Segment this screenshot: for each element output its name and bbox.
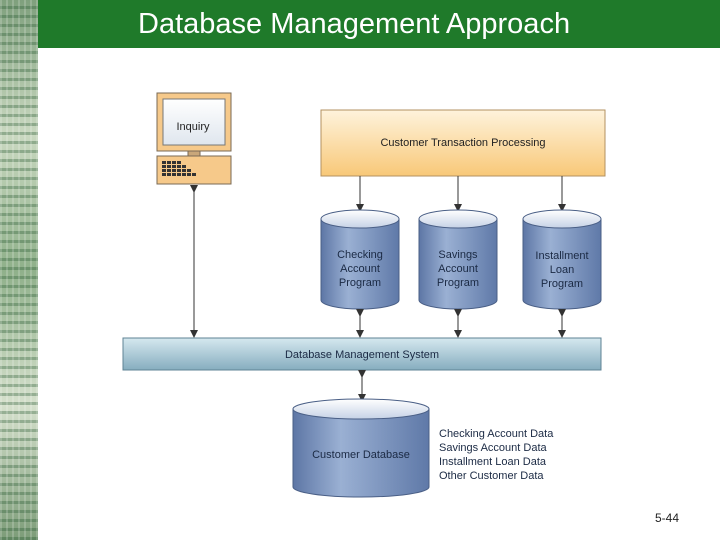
database-label: Customer Database	[312, 449, 410, 461]
installment-program-cylinder: Installment Loan Program	[522, 209, 602, 310]
installment-line-1: Installment	[535, 250, 588, 262]
savings-line-1: Savings	[438, 249, 478, 261]
slide-title: Database Management Approach	[138, 8, 571, 40]
title-bar: Database Management Approach	[38, 0, 720, 48]
checking-line-2: Account	[340, 263, 380, 275]
savings-line-3: Program	[437, 277, 479, 289]
keyboard-icon	[162, 161, 196, 176]
decorative-side-strip	[0, 0, 38, 540]
checking-program-cylinder: Checking Account Program	[320, 209, 400, 310]
dbms-label: Database Management System	[285, 349, 439, 361]
checking-line-3: Program	[339, 277, 381, 289]
page-number: 5-44	[655, 511, 680, 525]
customer-database-cylinder: Customer Database	[292, 398, 430, 498]
transaction-processing-box: Customer Transaction Processing	[320, 109, 606, 177]
dbms-bar: Database Management System	[122, 337, 602, 371]
installment-line-2: Loan	[550, 264, 574, 276]
data-item: Installment Loan Data	[439, 456, 547, 468]
computer-terminal-icon: Inquiry	[156, 92, 232, 185]
savings-program-cylinder: Savings Account Program	[418, 209, 498, 310]
transaction-label: Customer Transaction Processing	[380, 137, 545, 149]
data-item: Other Customer Data	[439, 470, 544, 482]
data-items-list: Checking Account Data Savings Account Da…	[439, 428, 554, 482]
inquiry-label: Inquiry	[176, 121, 210, 133]
data-item: Checking Account Data	[439, 428, 554, 440]
data-item: Savings Account Data	[439, 442, 548, 454]
installment-line-3: Program	[541, 278, 583, 290]
savings-line-2: Account	[438, 263, 478, 275]
checking-line-1: Checking	[337, 249, 383, 261]
